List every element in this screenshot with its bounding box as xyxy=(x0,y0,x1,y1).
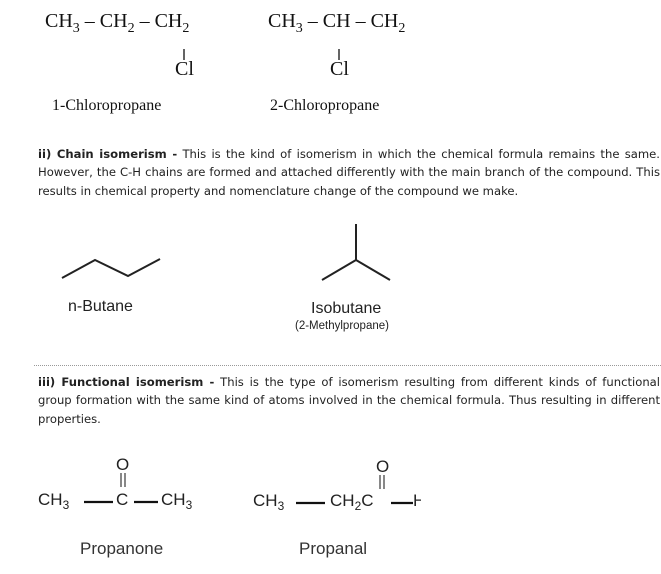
formula-1-chloropropane: CH3 – CH2 – CH2 xyxy=(45,10,190,36)
name-propanal: Propanal xyxy=(299,539,368,558)
propanal-ch2c: CH2C xyxy=(330,491,374,514)
chain-isomerism-paragraph: ii) Chain isomerism - This is the kind o… xyxy=(38,145,660,200)
chlorine-label-1: Cl xyxy=(175,58,194,80)
subscript: 2 xyxy=(182,20,190,36)
subscript: 2 xyxy=(127,20,135,36)
formula-part: CH xyxy=(253,491,278,510)
chain-isomerism-text: This is the kind of isomerism in which t… xyxy=(38,147,660,198)
propanone-ch3-left: CH3 xyxy=(38,490,70,513)
subscript: 3 xyxy=(185,498,193,513)
subscript: 3 xyxy=(277,499,285,514)
subscript: 2 xyxy=(398,20,406,36)
formula-part: – CH xyxy=(134,10,183,32)
name-2-chloropropane: 2-Chloropropane xyxy=(270,97,380,114)
isobutane-bond-left xyxy=(321,259,357,281)
propanal-hydrogen: H xyxy=(413,491,421,510)
chlorine-label-2: Cl xyxy=(330,58,349,80)
divider xyxy=(34,365,661,366)
propanone-ch3-right: CH3 xyxy=(161,490,193,513)
chain-isomerism-heading: ii) Chain isomerism - xyxy=(38,147,178,161)
propanal-oxygen: O xyxy=(376,457,390,476)
name-1-chloropropane: 1-Chloropropane xyxy=(52,97,162,114)
subscript: 3 xyxy=(295,20,303,36)
functional-isomerism-paragraph: iii) Functional isomerism - This is the … xyxy=(38,373,660,428)
formula-part: – CH – CH xyxy=(302,10,399,32)
propanone-carbon: C xyxy=(116,490,129,509)
functional-isomerism-text: This is the type of isomerism resulting … xyxy=(38,375,660,426)
formula-part: CH xyxy=(45,10,73,32)
propanone-oxygen: O xyxy=(116,455,130,474)
name-2-methylpropane: (2-Methylpropane) xyxy=(295,320,389,332)
formula-part: C xyxy=(361,491,374,510)
formula-part: CH xyxy=(38,490,63,509)
name-propanone: Propanone xyxy=(80,539,164,558)
subscript: 3 xyxy=(72,20,80,36)
formula-part: – CH xyxy=(79,10,128,32)
formula-part: CH xyxy=(268,10,296,32)
subscript: 2 xyxy=(354,499,362,514)
functional-isomerism-heading: iii) Functional isomerism - xyxy=(38,375,215,389)
formula-2-chloropropane: CH3 – CH – CH2 xyxy=(268,10,406,36)
n-butane-skeleton xyxy=(61,258,161,279)
formula-part: CH xyxy=(161,490,186,509)
subscript: 3 xyxy=(62,498,70,513)
isobutane-bond-right xyxy=(355,259,391,281)
name-isobutane: Isobutane xyxy=(311,300,382,317)
formula-part: CH xyxy=(330,491,355,510)
propanal-ch3: CH3 xyxy=(253,491,285,514)
name-n-butane: n-Butane xyxy=(68,298,133,315)
